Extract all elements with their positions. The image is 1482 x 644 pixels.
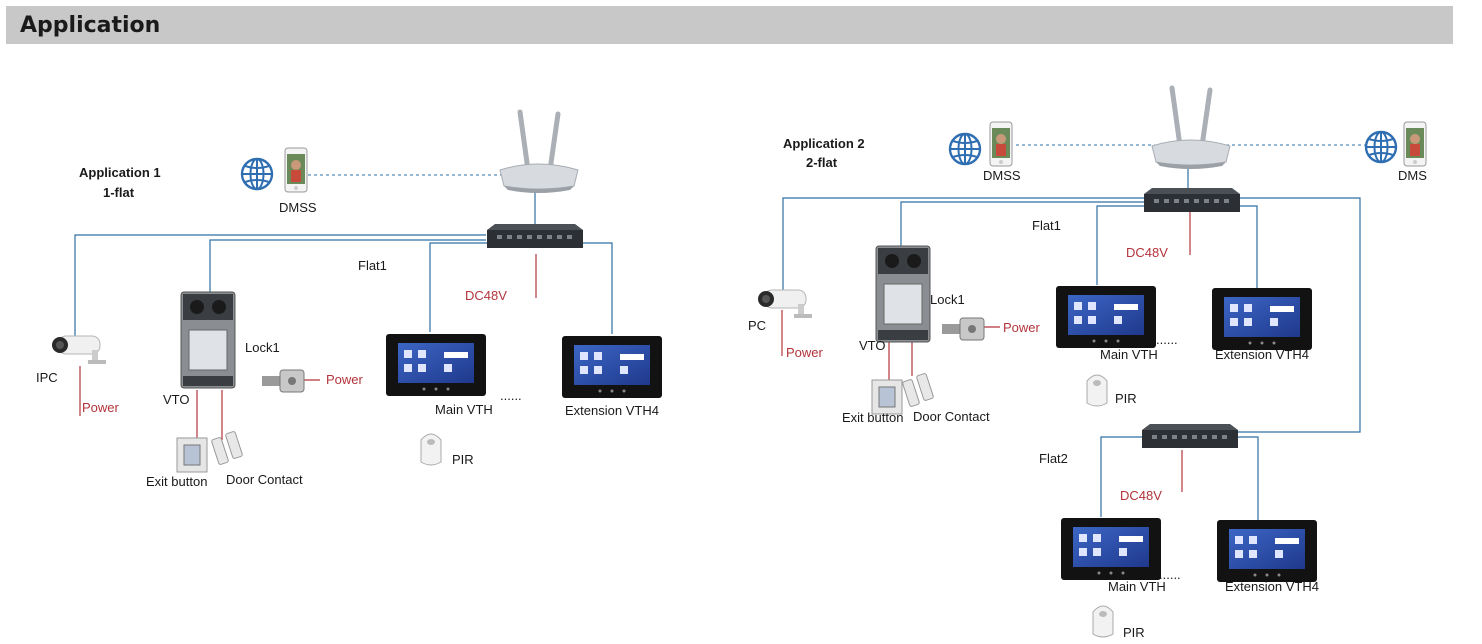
app2-pir2-icon (1092, 605, 1114, 638)
app2-extension-vth2-icon (1217, 520, 1317, 582)
app1-flat-label: Flat1 (358, 258, 387, 273)
app2-dmss-left-label: DMSS (983, 168, 1021, 183)
app2-ipc-camera-icon (757, 289, 813, 319)
app2-door-contact-icon (901, 372, 935, 408)
app1-exit-button-icon (176, 437, 208, 473)
app1-door-contact-label: Door Contact (226, 472, 303, 487)
app2-lock-label: Lock1 (930, 292, 965, 307)
app2-main-vth2-icon (1061, 518, 1161, 580)
app1-ipc-power-label: Power (82, 400, 120, 415)
app1-ipc-label: IPC (36, 370, 58, 385)
app2-title: Application 2 (783, 136, 865, 151)
app2-extension1-label: Extension VTH4 (1215, 347, 1309, 362)
app2-exit-button-icon (871, 379, 903, 415)
app1-dmss-label: DMSS (279, 200, 317, 215)
app1-extension-label: Extension VTH4 (565, 403, 659, 418)
app2-ipc-label: PC (748, 318, 766, 333)
app2-dmss-right-label: DMS (1398, 168, 1427, 183)
app2-switch1-icon (1144, 188, 1240, 212)
app1-main-vth-icon (386, 334, 486, 396)
app2-door-contact-label: Door Contact (913, 409, 990, 424)
app2-globe-right-icon (1364, 130, 1398, 164)
app2-main-vth2-label: Main VTH (1108, 579, 1166, 594)
app2-lock-icon (941, 317, 985, 341)
app2-pir1-icon (1086, 374, 1108, 407)
app2-exit-button-label: Exit button (842, 410, 903, 425)
application-2: Application 2 2-flat DMSS DMS Flat1 DC48… (748, 88, 1427, 640)
app1-vto-icon (180, 291, 236, 389)
section-title: Application (20, 13, 161, 38)
app1-main-vth-label: Main VTH (435, 402, 493, 417)
app2-flat2-label: Flat2 (1039, 451, 1068, 466)
app2-vto-label: VTO (859, 338, 886, 353)
app1-lock-label: Lock1 (245, 340, 280, 355)
section-header: Application (6, 6, 1453, 44)
app1-dc-label: DC48V (465, 288, 507, 303)
app1-phone-icon (284, 147, 308, 193)
app1-router-icon (500, 112, 578, 193)
app2-pir1-label: PIR (1115, 391, 1137, 406)
app1-switch-icon (487, 224, 583, 248)
app1-exit-button-label: Exit button (146, 474, 207, 489)
app2-router-icon (1152, 88, 1230, 169)
app2-flat1-label: Flat1 (1032, 218, 1061, 233)
app1-extension-vth-icon (562, 336, 662, 398)
app1-ipc-camera-icon (51, 335, 107, 365)
app2-pir2-label: PIR (1123, 625, 1145, 640)
app2-extension-vth1-icon (1212, 288, 1312, 350)
app2-network-lines (782, 150, 1361, 520)
app2-phone-right-icon (1403, 121, 1427, 167)
app2-main-vth1-icon (1056, 286, 1156, 348)
app1-vto-label: VTO (163, 392, 190, 407)
app1-door-contact-icon (210, 430, 244, 466)
app2-dots2: ...... (1159, 567, 1181, 582)
app2-dc2-label: DC48V (1120, 488, 1162, 503)
app1-lock-icon (261, 369, 305, 393)
app2-lock-power-label: Power (1003, 320, 1041, 335)
app2-globe-left-icon (948, 132, 982, 166)
app1-title: Application 1 (79, 165, 161, 180)
app2-dots1: ...... (1156, 332, 1178, 347)
app2-ipc-power-label: Power (786, 345, 824, 360)
application-1: Application 1 1-flat DMSS Flat1 DC48V IP… (36, 112, 662, 489)
app2-switch2-icon (1142, 424, 1238, 448)
app2-main-vth1-label: Main VTH (1100, 347, 1158, 362)
app2-extension2-label: Extension VTH4 (1225, 579, 1319, 594)
app2-vto-icon (875, 245, 931, 343)
app2-subtitle: 2-flat (806, 155, 838, 170)
app1-subtitle: 1-flat (103, 185, 135, 200)
app1-pir-icon (420, 433, 442, 466)
app2-dc1-label: DC48V (1126, 245, 1168, 260)
app2-phone-left-icon (989, 121, 1013, 167)
app1-dots: ...... (500, 388, 522, 403)
app1-globe-icon (240, 157, 274, 191)
app1-lock-power-label: Power (326, 372, 364, 387)
app1-network-lines (74, 182, 613, 336)
app1-pir-label: PIR (452, 452, 474, 467)
